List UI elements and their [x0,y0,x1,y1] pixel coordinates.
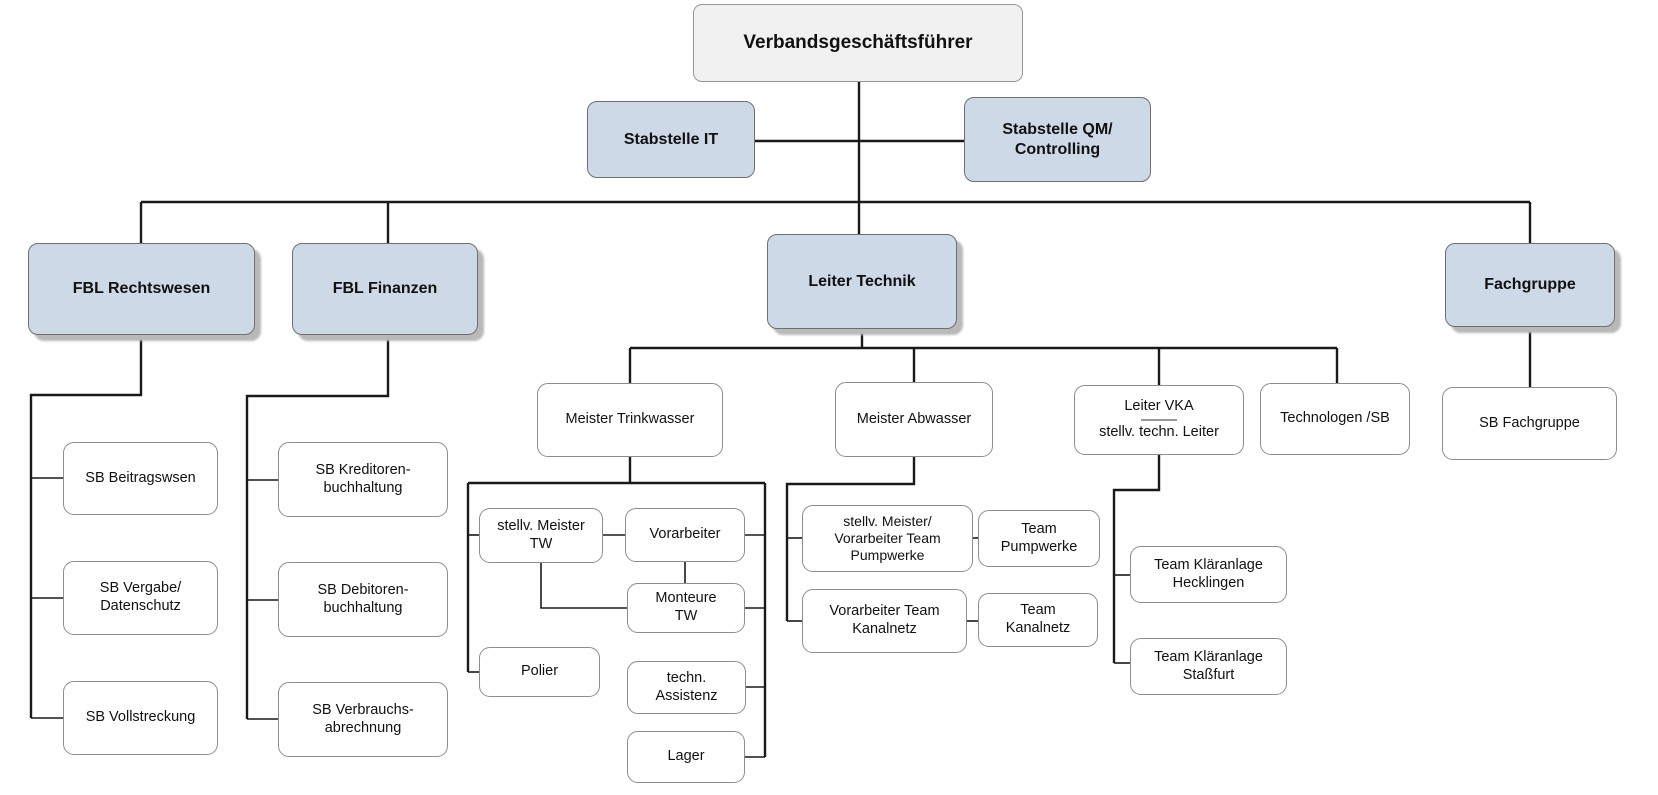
org-node-lager: Lager [627,731,745,783]
org-node-stellv-meister-vorarbeiter-team-pumpwerke: stellv. Meister/ Vorarbeiter Team Pumpwe… [802,505,973,572]
node-label: Technologen /SB [1280,410,1390,427]
org-node-leiter-vka-stellv-techn-leiter: Leiter VKA stellv. techn. Leiter [1074,385,1244,455]
org-node-sb-debitorenbuchhaltung: SB Debitoren- buchhaltung [278,562,448,637]
org-node-team-klaeranlage-hecklingen: Team Kläranlage Hecklingen [1130,546,1287,603]
node-label: SB Vollstreckung [85,709,196,726]
org-node-polier: Polier [479,647,600,697]
org-node-team-pumpwerke: Team Pumpwerke [978,510,1100,567]
org-node-sb-beitragswsen: SB Beitragswsen [63,442,218,515]
org-node-team-kanalnetz: Team Kanalnetz [978,593,1098,647]
node-label: Leiter Technik [808,272,916,290]
node-label: Vorarbeiter [649,526,721,543]
node-label: Stabstelle QM/ Controlling [1002,120,1113,158]
node-label-bottom: stellv. techn. Leiter [1099,424,1219,440]
org-node-vorarbeiter: Vorarbeiter [625,508,745,562]
node-label: SB Debitoren- buchhaltung [317,581,409,616]
org-node-team-klaeranlage-stassfurt: Team Kläranlage Staßfurt [1130,638,1287,695]
org-node-sb-vergabe-datenschutz: SB Vergabe/ Datenschutz [63,561,218,635]
org-node-meister-abwasser: Meister Abwasser [835,382,993,457]
org-node-sb-fachgruppe: SB Fachgruppe [1442,387,1617,460]
node-label: SB Vergabe/ Datenschutz [99,580,182,614]
org-node-fbl-finanzen: FBL Finanzen [292,243,478,335]
node-label: Polier [520,663,559,680]
node-label: Team Kanalnetz [1005,602,1071,636]
org-node-vorarbeiter-team-kanalnetz: Vorarbeiter Team Kanalnetz [802,589,967,653]
org-node-meister-trinkwasser: Meister Trinkwasser [537,383,723,457]
node-label: Monteure TW [655,590,717,624]
node-label: Team Kläranlage Staßfurt [1154,648,1263,683]
node-label: Verbandsgeschäftsführer [743,32,973,54]
node-label: Stabstelle IT [623,130,719,148]
org-node-techn-assistenz: techn. Assistenz [627,661,746,714]
node-label: FBL Finanzen [332,280,438,298]
node-label: Meister Abwasser [856,410,972,427]
node-label: Fachgruppe [1484,276,1576,294]
org-node-fbl-rechtswesen: FBL Rechtswesen [28,243,255,335]
node-label: FBL Rechtswesen [72,280,211,298]
org-node-stabstelle-qm-controlling: Stabstelle QM/ Controlling [964,97,1151,182]
node-label: SB Verbrauchs- abrechnung [312,701,414,736]
org-node-leiter-technik: Leiter Technik [767,234,957,329]
node-label: Team Kläranlage Hecklingen [1154,556,1263,591]
org-node-sb-verbrauchsabrechnung: SB Verbrauchs- abrechnung [278,682,448,757]
org-node-verbandsgeschaeftsfuehrer: Verbandsgeschäftsführer [693,4,1023,82]
node-label: techn. Assistenz [655,669,718,704]
org-node-fachgruppe: Fachgruppe [1445,243,1615,327]
org-node-sb-vollstreckung: SB Vollstreckung [63,681,218,755]
node-label-top: Leiter VKA [1124,398,1194,415]
trunk-connectors [29,82,1532,757]
node-label: Team Pumpwerke [1000,520,1078,555]
node-label: stellv. Meister TW [497,517,585,552]
node-label: SB Kreditoren- buchhaltung [315,461,411,496]
node-label: Meister Trinkwasser [565,411,695,428]
node-label: Lager [667,748,705,765]
org-node-stellv-meister-tw: stellv. Meister TW [479,508,603,563]
org-node-stabstelle-it: Stabstelle IT [587,101,755,178]
node-label: SB Fachgruppe [1479,414,1580,431]
node-label: SB Beitragswsen [85,469,196,486]
stub-connectors [31,477,1130,758]
node-label: Vorarbeiter Team Kanalnetz [829,603,940,637]
label-divider-line [1141,419,1177,421]
node-label: stellv. Meister/ Vorarbeiter Team Pumpwe… [834,512,941,564]
org-node-sb-kreditorenbuchhaltung: SB Kreditoren- buchhaltung [278,442,448,517]
org-node-monteure-tw: Monteure TW [627,583,745,633]
org-node-technologen-sb: Technologen /SB [1260,383,1410,455]
